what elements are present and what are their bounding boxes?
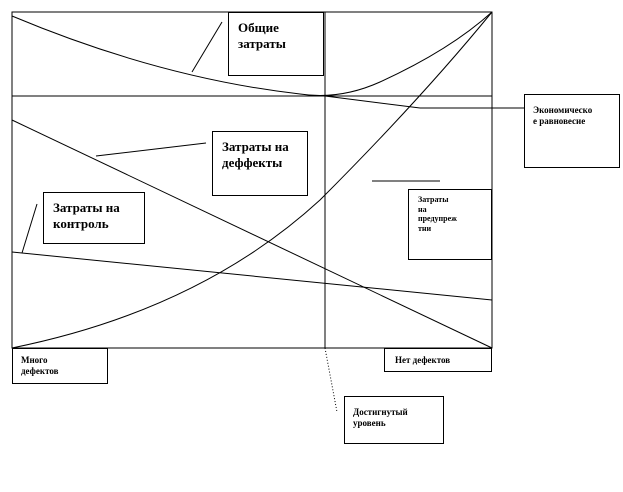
control-costs-box: Затраты на контроль	[43, 192, 145, 244]
achieved-level-box: Достигнутый уровень	[344, 396, 444, 444]
control-costs-label: Затраты на контроль	[53, 200, 120, 231]
total-costs-label: Общие затраты	[238, 20, 286, 51]
prevention-costs-box: Затраты на предупреж тни	[408, 189, 492, 260]
control-costs-line	[11, 251, 493, 301]
prevention-costs-label: Затраты на предупреж тни	[418, 195, 457, 233]
defect-costs-line	[11, 119, 493, 349]
achieved-level-label: Достигнутый уровень	[353, 407, 408, 428]
no-defects-box: Нет дефектов	[384, 348, 492, 372]
no-defects-label: Нет дефектов	[395, 355, 451, 365]
total-costs-leader	[191, 21, 223, 73]
control-costs-leader	[21, 203, 38, 254]
economic-equilibrium-label: Экономическо е равновесие	[533, 105, 593, 126]
defect-costs-box: Затраты на деффекты	[212, 131, 308, 196]
defect-costs-label: Затраты на деффекты	[222, 139, 289, 170]
total-costs-box: Общие затраты	[228, 12, 324, 76]
achieved-level-pointer	[324, 347, 338, 413]
total-costs-curve	[11, 11, 493, 96]
many-defects-label: Много дефектов	[21, 355, 59, 376]
equilibrium-leader	[324, 95, 421, 109]
economic-equilibrium-box: Экономическо е равновесие	[524, 94, 620, 168]
defect-costs-leader	[95, 142, 207, 157]
many-defects-box: Много дефектов	[12, 348, 108, 384]
prevention-costs-curve	[11, 11, 493, 349]
